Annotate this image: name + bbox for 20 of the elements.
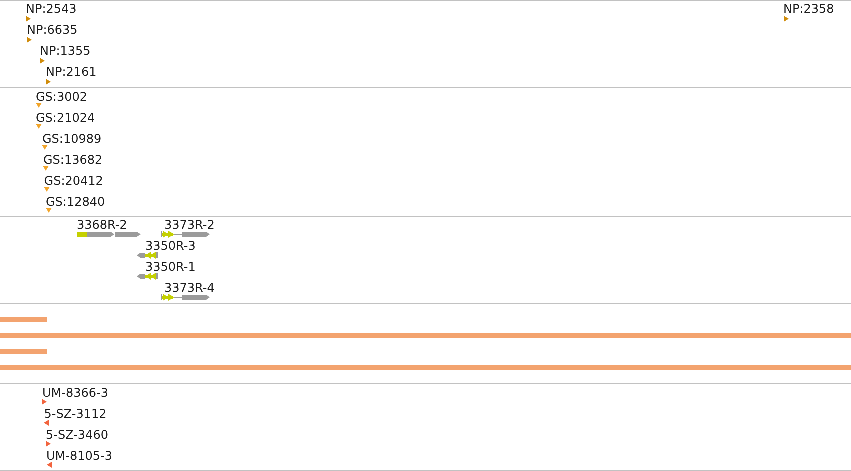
feature-label: 5-SZ-3460 — [46, 428, 108, 442]
feature-label: GS:12840 — [46, 194, 106, 208]
feature-label: NP:2543 — [26, 2, 77, 16]
feature-label: 3350R-1 — [146, 260, 196, 274]
feature-label: NP:1355 — [40, 44, 91, 58]
feature-label: NP:2161 — [46, 64, 97, 78]
feature-label: UM-8366-3 — [42, 386, 108, 400]
feature-label: GS:20412 — [44, 174, 104, 188]
feature-label: NP:6635 — [27, 22, 78, 36]
feature-label: 3373R-4 — [164, 281, 215, 295]
feature-label: 3350R-3 — [146, 239, 196, 253]
feature-label: 3373R-2 — [164, 218, 215, 232]
feature-label: UM-8105-3 — [46, 448, 112, 462]
feature-label: GS:3002 — [36, 90, 88, 104]
feature-label: 5-SZ-3112 — [44, 406, 107, 420]
feature-label: NP:2358 — [784, 2, 834, 16]
feature-label: 3368R-2 — [77, 218, 128, 232]
feature-label: GS:13682 — [44, 152, 103, 166]
feature-label: GS:21024 — [36, 110, 96, 124]
feature-label: GS:10989 — [42, 132, 102, 146]
